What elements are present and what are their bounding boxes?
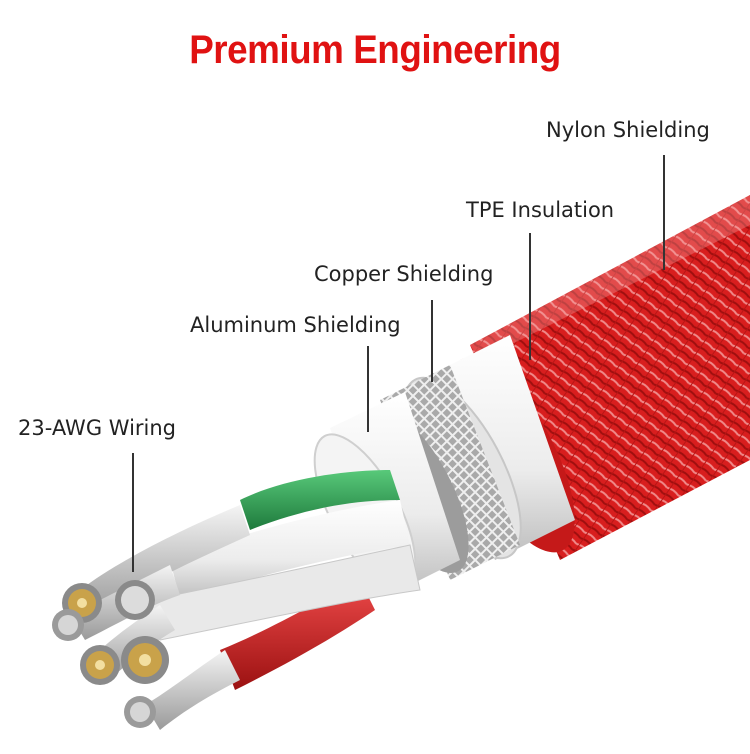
leader-lines <box>132 155 665 572</box>
label-copper-shielding: Copper Shielding <box>314 262 494 286</box>
label-nylon-shielding: Nylon Shielding <box>546 118 710 142</box>
strand-ends <box>52 580 169 728</box>
page-title: Premium Engineering <box>189 28 561 72</box>
label-23-awg-wiring: 23-AWG Wiring <box>18 416 177 440</box>
label-tpe-insulation: TPE Insulation <box>466 198 615 222</box>
inner-wires <box>149 470 421 690</box>
label-aluminum-shielding: Aluminum Shielding <box>190 313 401 337</box>
